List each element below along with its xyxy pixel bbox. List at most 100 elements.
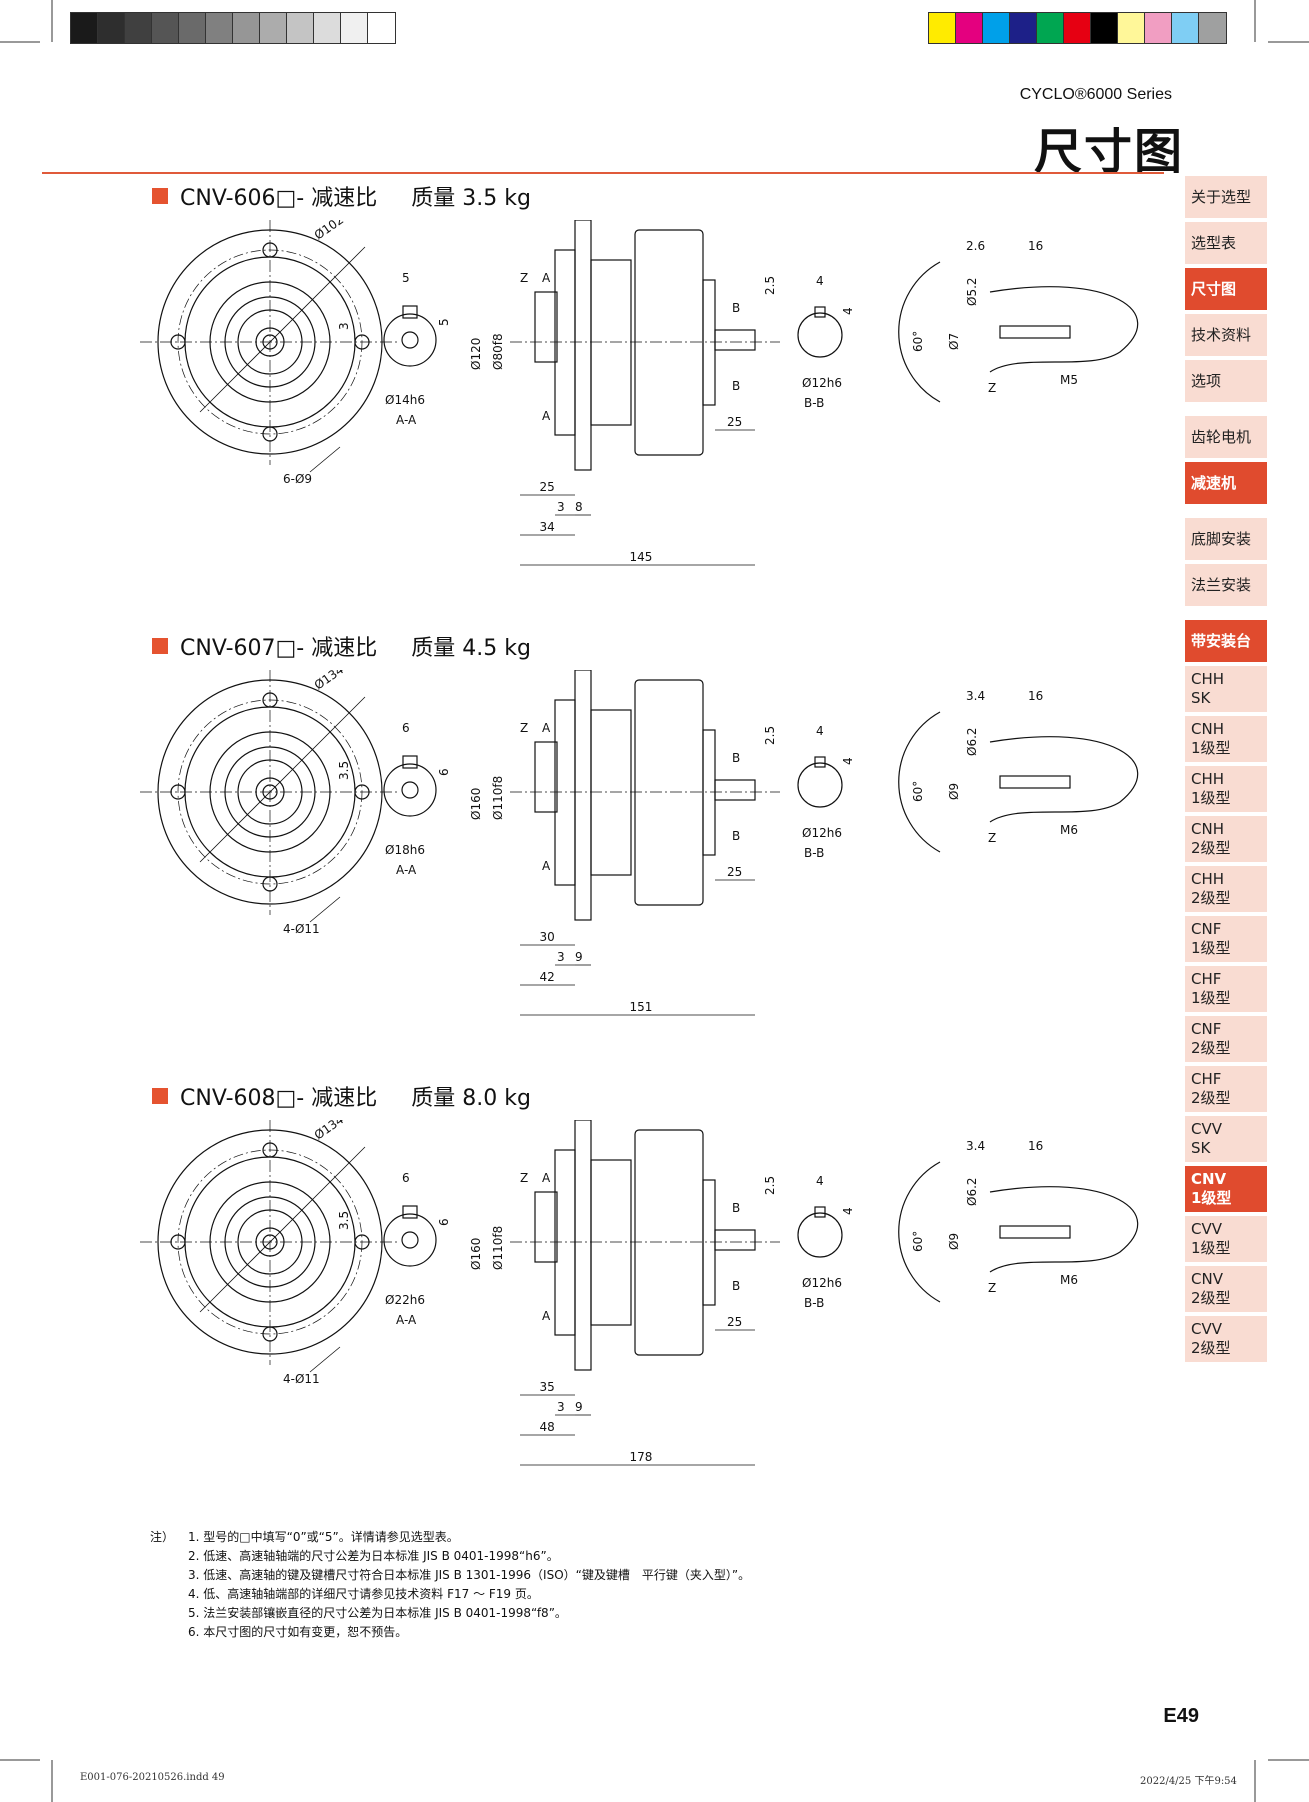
sidebar-item[interactable]: 技术资料 <box>1185 314 1267 356</box>
z-depth-dim-1: 3.4 <box>966 689 985 703</box>
aa-height-dim: 3.5 <box>337 1211 351 1230</box>
z-thread-label: M6 <box>1060 1273 1078 1287</box>
sidebar-item[interactable]: 带安装台 <box>1185 620 1267 662</box>
sidebar-item[interactable]: 齿轮电机 <box>1185 416 1267 458</box>
output-shaft <box>534 741 558 813</box>
sidebar-item[interactable]: CNH 1级型 <box>1185 716 1267 762</box>
sidebar-item[interactable]: 减速机 <box>1185 462 1267 504</box>
detail-z-marker: Z <box>520 721 528 735</box>
flange-circle <box>157 1129 383 1355</box>
flange-dim-label: Ø134 <box>312 670 347 692</box>
flange-circle <box>237 759 303 825</box>
z-angle-dim: 60° <box>911 331 925 352</box>
color-swatch <box>956 13 983 43</box>
shaft-section <box>383 313 437 367</box>
leader-line <box>309 896 341 923</box>
shaft-section <box>797 1212 843 1258</box>
sidebar-item[interactable]: CVV SK <box>1185 1116 1267 1162</box>
keyway <box>402 755 418 769</box>
footer-file: E001-076-20210526.indd 49 <box>80 1772 225 1783</box>
housing-neck <box>590 259 632 426</box>
sidebar-item[interactable]: CNF 2级型 <box>1185 1016 1267 1062</box>
sidebar-item[interactable]: 尺寸图 <box>1185 268 1267 310</box>
flange-circle <box>255 327 285 357</box>
z-depth-dim-2: 16 <box>1028 1139 1043 1153</box>
bolt-hole <box>262 876 278 892</box>
note-1: 1. 型号的□中填写“0”或“5”。详情请参见选型表。 <box>188 1530 459 1544</box>
input-shaft-length-dim: 25 <box>727 415 742 429</box>
bb-height2-dim: 4 <box>841 757 855 765</box>
sidebar-item[interactable]: CHH 1级型 <box>1185 766 1267 812</box>
length-dim-2: 3 <box>557 950 565 964</box>
sidebar-item[interactable]: 选项 <box>1185 360 1267 402</box>
z-thread-label: M6 <box>1060 823 1078 837</box>
keyway <box>402 305 418 319</box>
model-name: CNV-606□- 减速比 <box>180 186 378 211</box>
length-dim-4: 34 <box>540 520 555 534</box>
housing-body <box>634 229 704 456</box>
sidebar-item[interactable]: CHF 2级型 <box>1185 1066 1267 1112</box>
z-diameter-dim-1: Ø6.2 <box>965 1177 979 1206</box>
sidebar-item[interactable]: CVV 2级型 <box>1185 1316 1267 1362</box>
sidebar-item[interactable]: 法兰安装 <box>1185 564 1267 606</box>
bolt-hole <box>262 692 278 708</box>
color-calibration-bar <box>928 12 1227 44</box>
color-swatch <box>71 13 98 43</box>
section-heading-608: CNV-608□- 减速比 质量 8.0 kg <box>152 1080 531 1112</box>
flange-circle <box>209 1181 331 1303</box>
sidebar-item[interactable]: CHF 1级型 <box>1185 966 1267 1012</box>
aa-section-label: A-A <box>396 1313 417 1327</box>
z-diameter-dim-2: Ø9 <box>947 1233 961 1250</box>
sidebar-item[interactable]: CVV 1级型 <box>1185 1216 1267 1262</box>
flange-dim-label: Ø134 <box>312 1120 347 1142</box>
flange-circle <box>209 731 331 853</box>
housing-cap <box>702 279 716 406</box>
shaft-section <box>383 763 437 817</box>
bb-key-dim: 4 <box>816 724 824 738</box>
color-swatch <box>260 13 287 43</box>
sidebar-item[interactable]: CHH SK <box>1185 666 1267 712</box>
page-title: 尺寸图 <box>1033 124 1184 180</box>
note-4: 4. 低、高速轴轴端部的详细尺寸请参见技术资料 F17 ～ F19 页。 <box>188 1587 539 1601</box>
total-length-dim: 145 <box>630 550 653 564</box>
sidebar-item[interactable]: CNF 1级型 <box>1185 916 1267 962</box>
section-marker <box>152 188 168 204</box>
aa-height-dim: 3.5 <box>337 761 351 780</box>
z-diameter-dim-2: Ø9 <box>947 783 961 800</box>
flange-circle <box>209 281 331 403</box>
input-shaft-length-dim: 25 <box>727 865 742 879</box>
page-number: E49 <box>1163 1705 1199 1727</box>
detail-outline <box>989 736 1139 823</box>
sidebar-item[interactable]: CNH 2级型 <box>1185 816 1267 862</box>
holes-dim-label: 4-Ø11 <box>283 1372 320 1386</box>
header-rule <box>42 172 1164 174</box>
spigot-diameter-dim: Ø110f8 <box>491 776 505 820</box>
tapped-hole <box>999 1225 1071 1239</box>
color-swatch <box>1172 13 1199 43</box>
aa-section-label: A-A <box>396 863 417 877</box>
color-swatch <box>233 13 260 43</box>
sidebar-item[interactable]: CNV 2级型 <box>1185 1266 1267 1312</box>
aa-shaft-dim: Ø18h6 <box>385 843 425 857</box>
detail-z-label: Z <box>988 1281 996 1295</box>
sidebar-item[interactable]: 底脚安装 <box>1185 518 1267 560</box>
sidebar-item[interactable]: 选型表 <box>1185 222 1267 264</box>
output-shaft <box>534 1191 558 1263</box>
tapped-hole <box>999 775 1071 789</box>
housing-body <box>634 679 704 906</box>
note-3: 3. 低速、高速轴的键及键槽尺寸符合日本标准 JIS B 1301-1996（I… <box>188 1568 751 1582</box>
sidebar-item[interactable]: CHH 2级型 <box>1185 866 1267 912</box>
section-a-marker: A <box>542 721 551 735</box>
flange-circle <box>237 309 303 375</box>
sidebar-item[interactable]: 关于选型 <box>1185 176 1267 218</box>
keyway <box>402 1205 418 1219</box>
sidebar-item[interactable]: CNV 1级型 <box>1185 1166 1267 1212</box>
section-a-marker: A <box>542 859 551 873</box>
section-b-marker: B <box>732 1201 740 1215</box>
z-depth-dim-1: 3.4 <box>966 1139 985 1153</box>
keyway <box>814 756 826 768</box>
